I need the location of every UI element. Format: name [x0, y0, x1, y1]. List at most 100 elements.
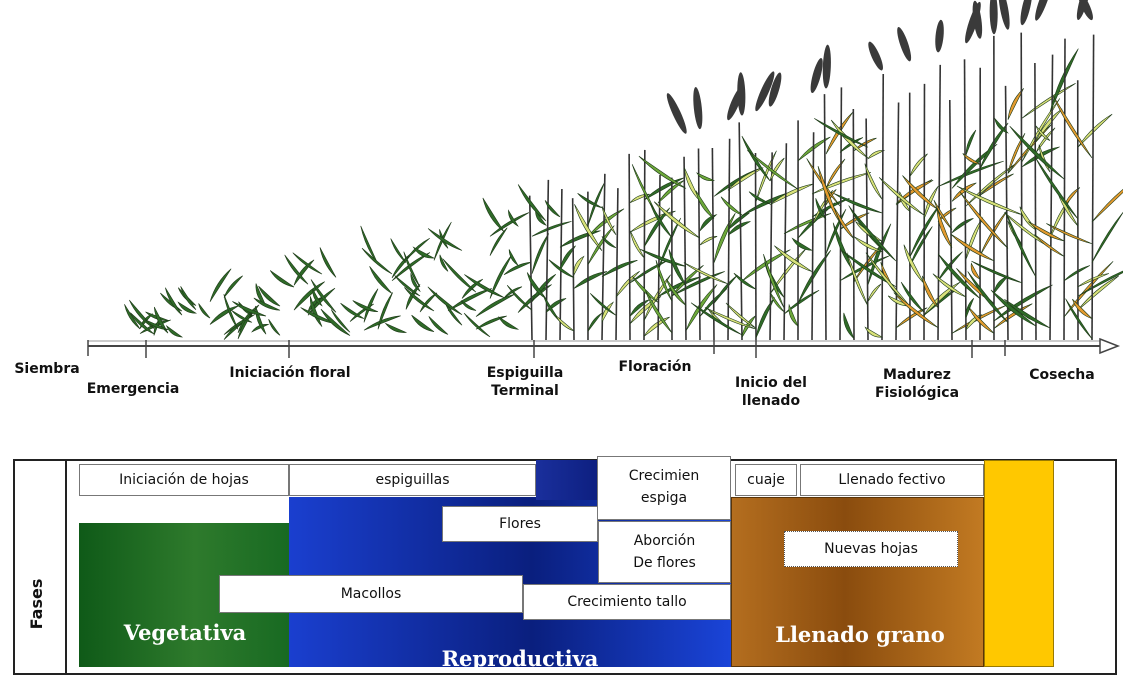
plant-leaf — [499, 317, 518, 329]
plant-leaf — [1046, 223, 1092, 243]
plant-leaf — [556, 315, 574, 331]
plant-stem — [1035, 63, 1036, 340]
wheat-spike — [996, 0, 1012, 30]
plant-stem — [684, 157, 686, 340]
plant-leaf — [1092, 177, 1123, 222]
plant-leaf — [476, 294, 515, 316]
plant-leaf — [320, 247, 336, 277]
process-crecimiento-espiga: Crecimien espiga — [597, 456, 731, 520]
plant-growth-illustration — [0, 0, 1123, 360]
plant-leaf — [728, 221, 750, 235]
plant-leaf — [868, 150, 884, 158]
plant-leaf — [700, 236, 717, 245]
plant-leaf — [700, 215, 716, 231]
process-llenado-efectivo: Llenado fectivo — [800, 464, 984, 496]
stage-label-madurez-fisiologica: Madurez Fisiológica — [862, 366, 972, 402]
plant-leaf — [1036, 158, 1078, 219]
plant-leaf — [224, 276, 243, 298]
plant-leaf — [924, 282, 960, 315]
plant-stem — [896, 102, 899, 340]
plant-stem — [530, 196, 532, 340]
fases-divider — [65, 459, 67, 675]
plant-leaf — [443, 259, 476, 293]
plant-leaf — [868, 284, 881, 301]
process-nuevas-hojas: Nuevas hojas — [784, 531, 958, 567]
plant-leaf — [1028, 222, 1064, 241]
plant-leaf — [879, 177, 924, 215]
wheat-spike — [1018, 0, 1034, 26]
plant-leaf — [602, 260, 637, 276]
stage-label-iniciacion-floral: Iniciación floral — [210, 364, 370, 382]
plant-stem — [573, 198, 574, 340]
plant-leaf — [686, 284, 717, 330]
plant-leaf — [734, 273, 756, 289]
plant-leaf — [255, 306, 266, 334]
plant-leaf — [199, 303, 210, 318]
plant-leaf — [483, 198, 504, 232]
fases-label: Fases — [27, 554, 49, 654]
plant-leaf — [124, 304, 140, 329]
wheat-spike — [895, 26, 914, 63]
plant-leaf — [691, 303, 742, 335]
plant-stem — [840, 87, 841, 340]
wheat-spike — [808, 57, 825, 94]
plant-leaf — [966, 130, 976, 155]
plant-leaf — [588, 209, 624, 237]
plant-leaf — [1053, 95, 1092, 158]
wheat-spike — [1032, 0, 1054, 22]
plant-leaf — [952, 218, 973, 232]
process-crecimiento-tallo: Crecimiento tallo — [523, 584, 731, 620]
stage-label-cosecha: Cosecha — [1012, 366, 1112, 384]
plant-leaf — [370, 266, 392, 293]
plant-leaf — [588, 313, 602, 331]
plant-leaf — [721, 197, 742, 215]
plant-leaf — [210, 269, 231, 302]
plant-leaf — [361, 226, 378, 264]
process-flores: Flores — [442, 506, 598, 542]
plant-leaf — [461, 301, 476, 311]
plant-leaf — [1092, 211, 1123, 262]
stage-label-espiguilla-terminal: Espiguilla Terminal — [465, 364, 585, 400]
plant-leaf — [1064, 265, 1090, 280]
plant-stem — [1064, 39, 1065, 340]
phase-label-vegetativa: Vegetativa — [100, 620, 270, 645]
plant-leaf — [429, 316, 448, 334]
plant-stem — [629, 154, 630, 340]
phase-block-cosecha — [984, 460, 1054, 667]
plant-stem — [812, 132, 814, 340]
plant-leaf — [644, 317, 670, 336]
process-aborcion-flores: Aborción De flores — [598, 521, 731, 583]
wheat-spike — [989, 0, 998, 34]
plant-leaf — [1004, 299, 1050, 328]
plant-leaf — [167, 326, 182, 337]
plant-leaf — [632, 276, 658, 302]
plant-leaf — [321, 309, 350, 335]
plant-leaf — [532, 233, 549, 273]
plant-leaf — [386, 323, 406, 332]
process-macollos: Macollos — [219, 575, 523, 613]
process-cuaje: cuaje — [735, 464, 797, 496]
stage-label-inicio-llenado: Inicio del llenado — [716, 374, 826, 410]
wheat-spike — [934, 19, 945, 52]
plant-leaf — [639, 156, 686, 188]
plant-leaf — [1078, 114, 1112, 147]
plant-stem — [616, 188, 618, 340]
plant-leaf — [630, 231, 644, 258]
plant-stem — [882, 74, 883, 340]
plant-leaf — [362, 248, 392, 274]
plant-leaf — [971, 261, 1022, 283]
plant-leaf — [991, 290, 1036, 326]
plant-stem — [739, 122, 742, 340]
phase-block-reproductiva-top — [536, 460, 598, 500]
timeline-ticks — [88, 340, 1005, 358]
plant-leaf — [616, 271, 640, 297]
plant-leaf — [904, 245, 924, 284]
plant-leaf — [1022, 83, 1076, 118]
plant-leaf — [574, 256, 584, 275]
wheat-spike — [692, 87, 704, 130]
wheat-spike — [866, 40, 886, 72]
plant-leaf — [640, 249, 686, 266]
process-espiguillas: espiguillas — [289, 464, 536, 496]
plant-leaf — [792, 238, 812, 250]
